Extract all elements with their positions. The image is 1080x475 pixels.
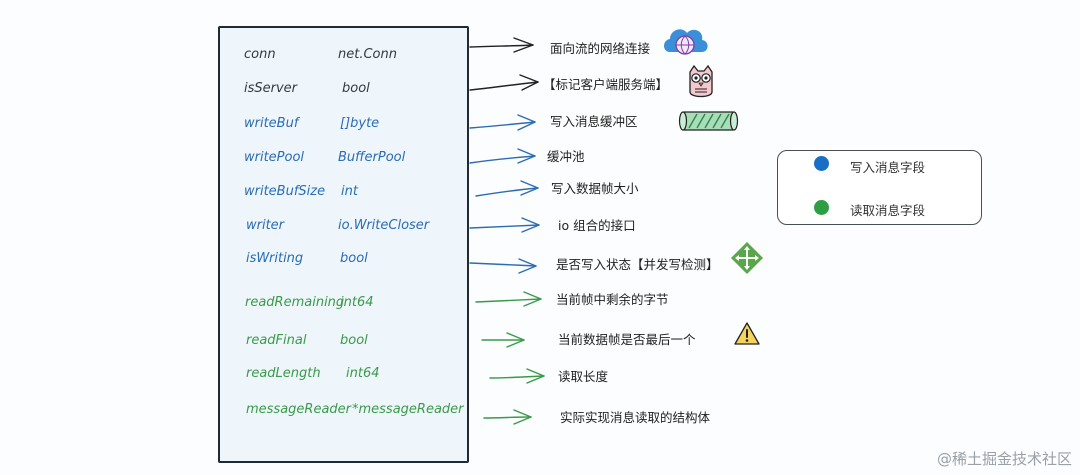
field-name-readremaining: readRemaining bbox=[245, 295, 345, 310]
field-type-readremaining: int64 bbox=[340, 295, 374, 310]
desc-writebuf: 写入消息缓冲区 bbox=[550, 114, 638, 129]
desc-readremaining: 当前帧中剩余的字节 bbox=[556, 292, 669, 307]
desc-writebufsize: 写入数据帧大小 bbox=[551, 181, 639, 196]
field-name-isserver: isServer bbox=[244, 81, 298, 96]
field-type-readlength: int64 bbox=[346, 366, 380, 381]
arrow-iswriting bbox=[469, 258, 537, 274]
watermark: @稀土掘金技术社区 bbox=[936, 450, 1072, 468]
desc-writer: io 组合的接口 bbox=[558, 218, 636, 233]
field-type-writebufsize: int bbox=[341, 184, 358, 199]
pipe-icon bbox=[678, 111, 739, 131]
field-name-conn: conn bbox=[244, 47, 276, 62]
field-name-iswriting: isWriting bbox=[246, 251, 304, 266]
legend-write-label: 写入消息字段 bbox=[850, 160, 926, 175]
desc-messagereader: 实际实现消息读取的结构体 bbox=[560, 410, 711, 425]
desc-readfinal: 当前数据帧是否最后一个 bbox=[558, 332, 696, 347]
owl-icon bbox=[689, 64, 713, 98]
desc-isserver: 【标记客户端服务端】 bbox=[543, 77, 669, 92]
arrow-messagereader bbox=[483, 409, 532, 425]
field-name-writebufsize: writeBufSize bbox=[244, 184, 326, 199]
arrow-readlength bbox=[489, 368, 545, 384]
arrow-writer bbox=[469, 217, 540, 233]
field-type-iswriting: bool bbox=[340, 251, 368, 266]
field-type-messagereader: *messageReader bbox=[352, 402, 464, 417]
field-name-readfinal: readFinal bbox=[246, 333, 307, 348]
field-type-readfinal: bool bbox=[340, 333, 368, 348]
field-name-readlength: readLength bbox=[246, 366, 321, 381]
desc-writepool: 缓冲池 bbox=[547, 149, 585, 164]
arrow-readremaining bbox=[475, 291, 542, 307]
desc-conn: 面向流的网络连接 bbox=[550, 41, 651, 56]
legend-read-label: 读取消息字段 bbox=[850, 203, 926, 218]
arrow-writebufsize bbox=[475, 180, 539, 197]
field-name-writebuf: writeBuf bbox=[244, 116, 299, 131]
arrow-writebuf bbox=[469, 114, 536, 131]
field-type-writepool: BufferPool bbox=[338, 150, 406, 165]
desc-readlength: 读取长度 bbox=[558, 369, 609, 384]
field-name-messagereader: messageReader bbox=[246, 402, 352, 417]
arrow-conn bbox=[469, 37, 534, 53]
field-type-writebuf: []byte bbox=[340, 116, 380, 131]
arrow-isserver bbox=[469, 74, 539, 91]
cloud-globe-icon bbox=[664, 29, 708, 55]
arrow-readfinal bbox=[481, 332, 525, 348]
field-name-writepool: writePool bbox=[244, 150, 305, 165]
field-type-isserver: bool bbox=[342, 81, 370, 96]
move-arrows-icon bbox=[731, 242, 763, 274]
legend-box: 写入消息字段 读取消息字段 bbox=[777, 150, 982, 225]
field-type-writer: io.WriteCloser bbox=[338, 218, 430, 233]
legend-read-dot bbox=[814, 200, 829, 215]
arrow-writepool bbox=[469, 148, 536, 164]
warning-icon bbox=[734, 322, 760, 345]
field-name-writer: writer bbox=[246, 218, 285, 233]
desc-iswriting: 是否写入状态【并发写检测】 bbox=[556, 257, 719, 272]
legend-write-dot bbox=[814, 156, 829, 171]
field-type-conn: net.Conn bbox=[338, 47, 397, 62]
conn-struct-box bbox=[218, 26, 469, 463]
